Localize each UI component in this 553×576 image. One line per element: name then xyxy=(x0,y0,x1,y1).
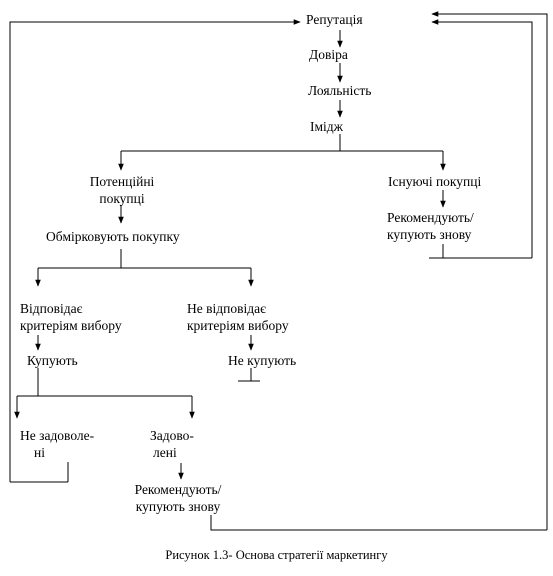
node-existing-recommend-line1: Рекомендують/ xyxy=(387,210,474,225)
node-matches-criteria: Відповідає критеріям вибору xyxy=(20,300,122,334)
node-unsatisfied-line1: Не задоволе- xyxy=(20,428,95,443)
node-dont-buy: Не купують xyxy=(228,353,297,368)
node-reputation: Репутація xyxy=(306,12,363,27)
node-not-matches-line2: критеріям вибору xyxy=(187,318,289,333)
figure-caption: Рисунок 1.3- Основа стратегії маркетингу xyxy=(165,548,388,562)
node-satisfied-recommend-line2: купують знову xyxy=(135,499,221,514)
bracket-satisfied xyxy=(210,515,547,531)
node-unsatisfied: Не задоволе- ні xyxy=(20,427,94,461)
node-not-matches-line1: Не відповідає xyxy=(187,301,266,316)
loop-left-arrow xyxy=(9,19,301,482)
node-existing-buyers: Існуючі покупці xyxy=(388,174,482,189)
node-loyalty: Лояльність xyxy=(308,83,372,98)
node-existing-recommend-line2: купують знову xyxy=(387,227,472,242)
bracket-dont-buy xyxy=(238,368,260,382)
node-consider-purchase: Обмірковують покупку xyxy=(46,229,180,244)
node-satisfied-recommend: Рекомендують/ купують знову xyxy=(113,481,243,515)
node-unsatisfied-line2: ні xyxy=(34,445,45,460)
bracket-unsatisfied xyxy=(10,462,69,483)
node-satisfied-line2: лені xyxy=(153,445,177,460)
node-potential-buyers: Потенційні покупці xyxy=(62,173,182,207)
node-satisfied-recommend-line1: Рекомендують/ xyxy=(134,482,222,497)
node-matches-line1: Відповідає xyxy=(20,301,83,316)
node-existing-recommend: Рекомендують/ купують знову xyxy=(387,209,474,243)
loop-right-arrow-1 xyxy=(431,11,548,530)
bracket-existing xyxy=(429,244,532,259)
node-satisfied: Задово- лені xyxy=(150,427,194,461)
node-potential-line2: покупці xyxy=(99,191,145,206)
node-image: Імідж xyxy=(310,119,343,134)
node-not-matches-criteria: Не відповідає критеріям вибору xyxy=(187,300,289,334)
node-trust: Довіра xyxy=(309,47,348,62)
node-potential-line1: Потенційні xyxy=(89,174,155,189)
node-satisfied-line1: Задово- xyxy=(150,428,194,443)
node-buy: Купують xyxy=(27,353,78,368)
loop-right-arrow-2 xyxy=(431,19,533,258)
node-matches-line2: критеріям вибору xyxy=(20,318,122,333)
